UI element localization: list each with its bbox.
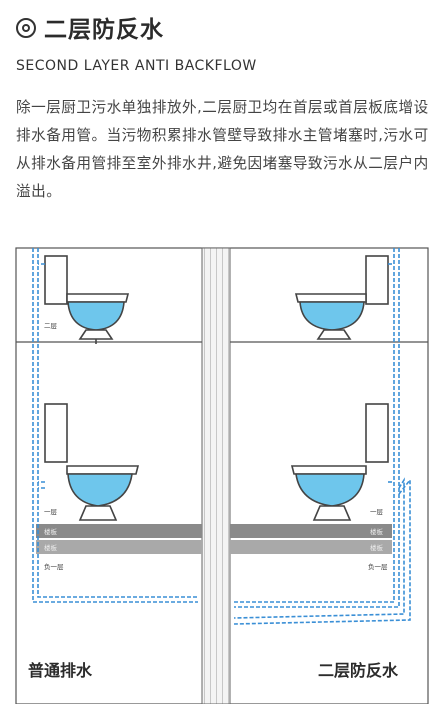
left-caption: 普通排水: [28, 661, 93, 680]
right-slab-lower: [230, 540, 392, 554]
drainage-diagram: 二层 一层 楼板 楼板 负一层 普通排水: [0, 244, 444, 705]
description-paragraph: 除一层厨卫污水单独排放外,二层厨卫均在首层或首层板底增设排水备用管。当污物积累排…: [16, 99, 429, 200]
left-floor-upper-label: 二层: [44, 322, 58, 330]
drainage-diagram-svg: 二层 一层 楼板 楼板 负一层 普通排水: [15, 247, 429, 705]
left-slab-bottom-label: 楼板: [44, 543, 58, 552]
left-upper-toilet-icon: [44, 255, 130, 344]
right-panel: 一层 楼板 楼板 负一层 二层防反水: [230, 248, 411, 680]
left-lower-toilet-icon: [44, 403, 140, 521]
right-lower-toilet-icon: [290, 403, 389, 521]
left-slab-top-label: 楼板: [44, 527, 58, 536]
page-subtitle: SECOND LAYER ANTI BACKFLOW: [16, 58, 257, 74]
right-slab-upper: [230, 524, 392, 538]
right-slab-top-label: 楼板: [370, 527, 384, 536]
page-title-text: 二层防反水: [44, 17, 164, 43]
right-backup-pipe: [233, 477, 411, 625]
right-caption: 二层防反水: [318, 661, 399, 680]
right-floor-lower-label: 一层: [370, 508, 384, 516]
central-wall: [201, 247, 231, 705]
right-basement-label: 负一层: [368, 562, 388, 571]
right-drain-pipe: [234, 248, 400, 608]
circle-bullet-icon: [16, 18, 36, 38]
left-floor-lower-label: 一层: [44, 508, 58, 516]
right-slab-bottom-label: 楼板: [370, 543, 384, 552]
left-drain-pipe: [32, 248, 198, 603]
page-title: 二层防反水: [16, 10, 164, 44]
left-panel: 二层 一层 楼板 楼板 负一层 普通排水: [28, 248, 202, 680]
left-slab-upper: [36, 524, 202, 538]
left-slab-lower: [36, 540, 202, 554]
left-basement-label: 负一层: [44, 562, 64, 571]
right-upper-toilet-icon: [294, 255, 389, 340]
